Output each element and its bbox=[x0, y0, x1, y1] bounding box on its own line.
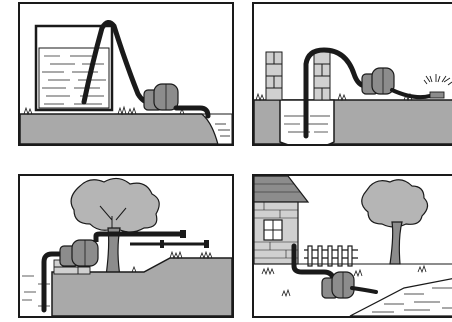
well-scene-illustration bbox=[254, 4, 452, 144]
pond-water bbox=[20, 260, 54, 316]
discharge-hose bbox=[352, 288, 376, 292]
panel-well-scene bbox=[252, 2, 452, 146]
tank-scene-illustration bbox=[20, 4, 232, 144]
pump-unit bbox=[362, 68, 394, 94]
panel-tank-scene bbox=[18, 2, 234, 146]
pump-unit bbox=[60, 240, 98, 266]
tree bbox=[362, 180, 428, 264]
garden-fence bbox=[304, 246, 358, 266]
house-scene-illustration bbox=[254, 176, 452, 316]
ground-block bbox=[20, 114, 218, 144]
brick-pillars bbox=[266, 52, 330, 100]
pond-scene-illustration bbox=[20, 176, 232, 316]
panel-house-scene bbox=[252, 174, 452, 318]
panel-pond-scene bbox=[18, 174, 234, 318]
pump-unit bbox=[144, 84, 178, 110]
pump-unit bbox=[322, 272, 354, 298]
drain-water bbox=[350, 276, 452, 316]
house-roof bbox=[254, 176, 308, 202]
house-wall bbox=[254, 202, 298, 264]
